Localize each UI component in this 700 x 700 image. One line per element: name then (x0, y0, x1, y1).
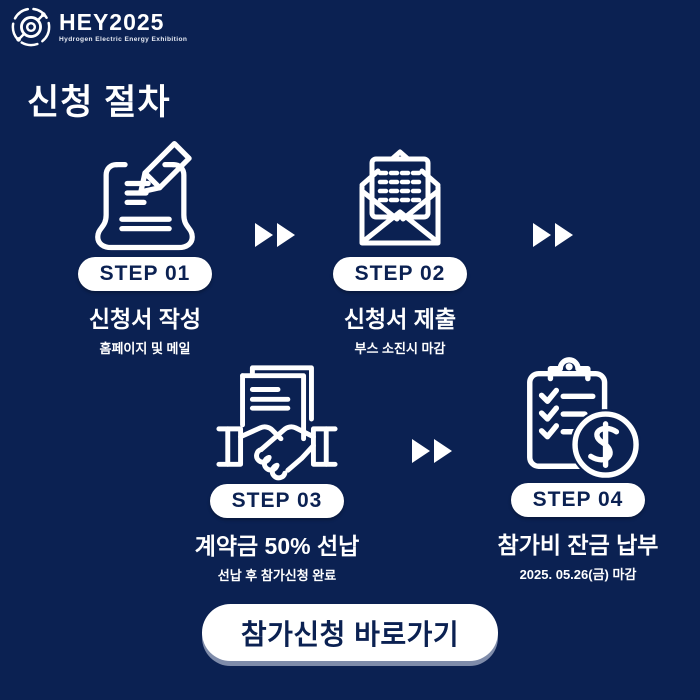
step-02-title: 신청서 제출 (343, 306, 457, 332)
step-04-title: 참가비 잔금 납부 (497, 532, 659, 558)
handshake-contract-icon (216, 365, 338, 481)
step-02-subtitle: 부스 소진시 마감 (354, 341, 446, 356)
step-03-subtitle: 선납 후 참가신청 완료 (217, 568, 337, 583)
step-02-badge: STEP 02 (332, 257, 468, 291)
step-01-badge: STEP 01 (77, 257, 213, 291)
step-04-subtitle: 2025. 05.26(금) 마감 (519, 567, 637, 582)
logo: HEY2025 Hydrogen Electric Energy Exhibit… (10, 6, 187, 48)
step-02: STEP 02 신청서 제출 부스 소진시 마감 (300, 133, 500, 357)
scroll-pencil-icon (95, 140, 195, 251)
fast-forward-arrow-icon (255, 223, 295, 247)
logo-title: HEY2025 (59, 8, 165, 35)
apply-now-button[interactable]: 참가신청 바로가기 (202, 604, 498, 661)
step-04: STEP 04 참가비 잔금 납부 2025. 05.26(금) 마감 (468, 351, 688, 583)
clipboard-dollar-icon (527, 357, 642, 481)
step-01: STEP 01 신청서 작성 홈페이지 및 메일 (45, 131, 245, 357)
logo-subtitle: Hydrogen Electric Energy Exhibition (59, 35, 188, 43)
hydrogen-energy-logo-icon (11, 7, 51, 47)
step-01-subtitle: 홈페이지 및 메일 (99, 341, 191, 356)
step-03-title: 계약금 50% 선납 (194, 533, 360, 559)
fast-forward-arrow-icon (412, 439, 452, 463)
page-title: 신청 절차 (27, 83, 171, 122)
fast-forward-arrow-icon (533, 223, 573, 247)
logo-text: HEY2025 Hydrogen Electric Energy Exhibit… (59, 8, 188, 44)
step-03: STEP 03 계약금 50% 선납 선납 후 참가신청 완료 (167, 356, 387, 584)
envelope-letter-icon (359, 149, 441, 246)
step-04-badge: STEP 04 (510, 483, 646, 517)
step-03-badge: STEP 03 (209, 484, 345, 518)
step-01-title: 신청서 작성 (88, 306, 202, 332)
